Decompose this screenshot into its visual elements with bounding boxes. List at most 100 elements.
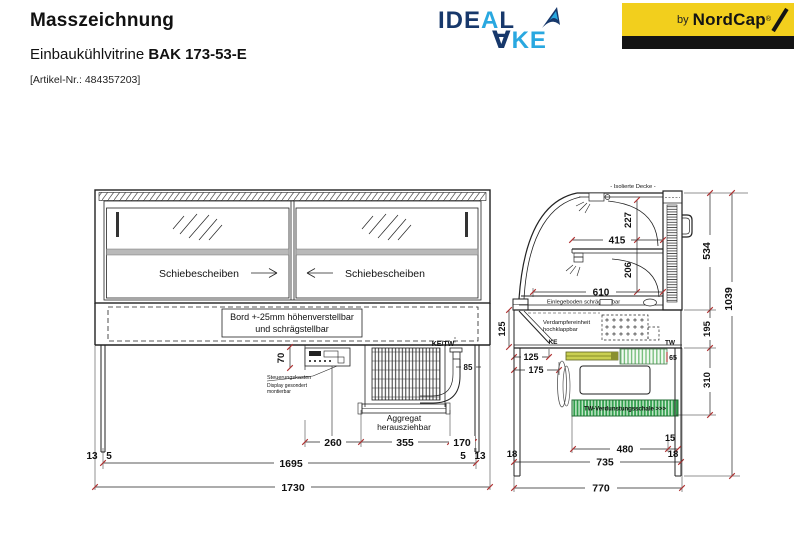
cable-loop <box>557 360 571 408</box>
sloped-front-outer <box>518 310 550 344</box>
compressor-compartment <box>579 365 651 395</box>
dim-right-5: 5 <box>460 451 466 462</box>
nordcap-logo: by NordCap ® <box>622 3 794 50</box>
dim-175: 175 <box>528 365 543 375</box>
model-number: BAK 173-53-E <box>148 46 247 63</box>
dim-1730: 1730 <box>281 482 305 494</box>
door-right-label: Schiebescheiben <box>345 268 425 280</box>
dim-480: 480 <box>617 445 634 456</box>
shelf-board-label: Einlegeboden schrägstellbar <box>547 300 620 306</box>
product-name: Einbaukühlvitrine <box>30 46 149 63</box>
evaporation-tray-label: TW-Verdunstungsschale >>> <box>584 407 667 413</box>
dim-15: 15 <box>665 433 675 443</box>
curved-glass-front <box>512 192 581 311</box>
sail-swoosh-icon <box>542 7 560 28</box>
dim-1695: 1695 <box>279 458 303 470</box>
bord-label-line2: und schrägstellbar <box>255 324 329 334</box>
product-line: Einbaukühlvitrine BAK 173-53-E <box>30 46 247 63</box>
front-overall-dims <box>91 448 494 493</box>
side-bottom-dims <box>510 348 686 493</box>
dim-610: 610 <box>593 288 610 299</box>
dim-right-13: 13 <box>474 451 486 462</box>
logo-text-a: A <box>481 7 500 34</box>
back-handle <box>682 214 693 238</box>
logo-text-inverted-a: ∀ <box>492 27 512 54</box>
ceiling-label: - Isolierte Decke - <box>610 184 655 190</box>
glass-reflection-left <box>172 213 223 241</box>
ideal-ake-logo-line1: IDEAL <box>438 9 515 33</box>
dim-770: 770 <box>592 483 610 495</box>
cabinet-outline <box>94 189 491 304</box>
evaporation-tray <box>571 399 679 417</box>
dim-415: 415 <box>609 236 626 247</box>
dim-206: 206 <box>623 262 634 278</box>
control-box-note2: montierbar <box>267 389 291 395</box>
front-dim-chain <box>301 410 478 448</box>
side-right-dims <box>676 189 748 480</box>
door-handle-left <box>116 212 119 237</box>
side-view: - Isolierte Decke - <box>497 184 748 495</box>
dim-70: 70 <box>276 353 287 364</box>
bord-dashed-area <box>107 306 479 342</box>
logo-text-ke: KE <box>511 27 547 54</box>
nordcap-logo-black-band <box>622 36 794 49</box>
side-legs <box>513 310 682 477</box>
dim-170: 170 <box>453 437 471 449</box>
dim-left-13: 13 <box>86 451 98 462</box>
dim-1039: 1039 <box>723 287 735 311</box>
dim-735: 735 <box>596 457 614 469</box>
dim-534: 534 <box>701 242 713 260</box>
page-title: Masszeichnung <box>30 10 175 31</box>
dim-260: 260 <box>324 437 342 449</box>
evaporator-dashed-box <box>601 314 660 341</box>
dim-227: 227 <box>623 212 634 228</box>
bord-label-line1: Bord +-25mm höhenverstellbar <box>230 312 354 322</box>
control-box <box>266 345 351 440</box>
dim-18-right: 18 <box>668 449 679 460</box>
nordcap-name-text: NordCap <box>692 9 766 29</box>
slide-rail <box>565 351 619 361</box>
front-legs <box>100 345 480 453</box>
swing-arc-top <box>607 200 659 247</box>
cabinet-top-hatch <box>98 192 487 201</box>
door-opening <box>103 200 482 301</box>
dim-125-horizontal: 125 <box>523 352 538 362</box>
door-left-label: Schiebescheiben <box>159 268 239 280</box>
dim-85: 85 <box>464 363 473 372</box>
dim-left-5: 5 <box>106 451 112 462</box>
dim-65: 65 <box>669 355 677 362</box>
door-rail-left <box>106 248 290 256</box>
nordcap-registered-mark: ® <box>765 16 771 23</box>
nordcap-logo-yellow-band: by NordCap ® <box>622 3 794 36</box>
sloped-front-inner <box>523 310 554 342</box>
control-box-note1: Display gesondert <box>267 383 308 389</box>
glass-reflection-right <box>361 213 412 241</box>
ke-tw-label: KE/TW <box>432 341 455 348</box>
dim-125-vertical: 125 <box>497 321 507 336</box>
dim-195: 195 <box>702 320 713 337</box>
aggregat-unit <box>357 345 451 415</box>
nordcap-by-text: by <box>677 13 689 26</box>
logo-text-l: L <box>499 7 516 34</box>
logo-text-ide: IDE <box>438 7 482 34</box>
door-handle-right <box>465 212 468 237</box>
condensate-unit <box>619 348 668 365</box>
article-number: [Artikel-Nr.: 484357203] <box>30 74 141 86</box>
door-rail-right <box>295 248 479 256</box>
ideal-ake-logo-line2: ∀KE <box>492 29 547 53</box>
aggregat-label-line1: Aggregat <box>387 413 422 423</box>
deck-fitting <box>599 299 613 306</box>
back-panel <box>662 190 683 311</box>
ideal-ake-logo: IDEAL ∀KE <box>436 7 586 57</box>
deck-roller <box>643 298 657 307</box>
dim-310: 310 <box>702 372 713 388</box>
shelf-lamp-icon <box>565 256 584 277</box>
front-view: Schiebescheiben Schiebescheiben Bord +-2… <box>86 189 494 494</box>
shelf <box>571 248 663 258</box>
dim-18-left: 18 <box>507 449 518 460</box>
evaporator-label-line1: Verdampfereinheit <box>543 320 590 326</box>
tw-label: TW <box>665 340 676 347</box>
arrow-left-icon <box>306 268 333 278</box>
